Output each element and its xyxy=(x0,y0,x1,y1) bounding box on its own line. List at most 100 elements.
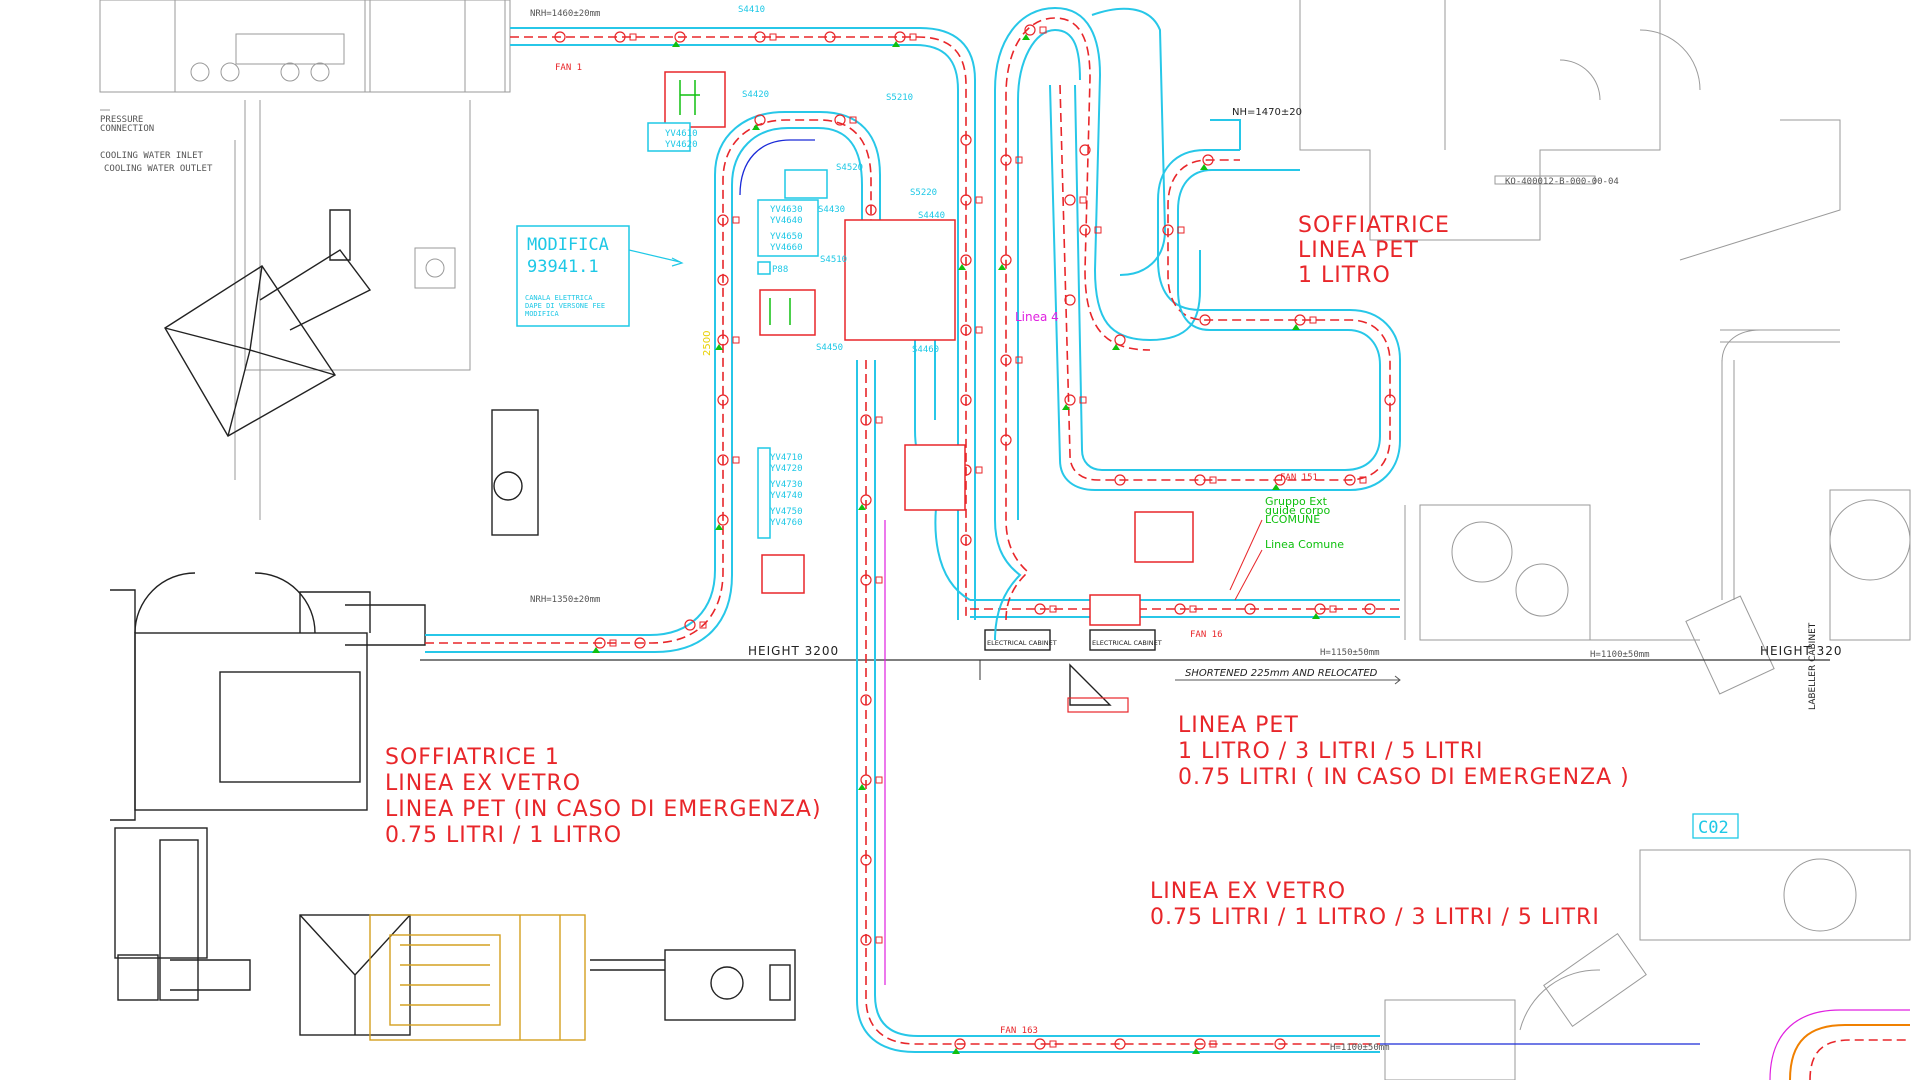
c02-box xyxy=(1692,813,1739,839)
conveyor-square-marker xyxy=(1015,156,1023,164)
utility-label: COOLING WATER OUTLET xyxy=(104,164,213,174)
sensor-tag: S4450 xyxy=(816,343,843,353)
valve-tag: YV4740 xyxy=(770,491,803,501)
modifica-desc-1: CANALA ELETTRICA xyxy=(525,294,593,302)
conveyor-station-marker xyxy=(960,324,972,336)
fan-tag: FAN 163 xyxy=(1000,1026,1038,1036)
signal-marker xyxy=(952,1048,960,1054)
sensor-tag: S4460 xyxy=(912,345,939,355)
conveyor-station-marker xyxy=(1034,1038,1046,1050)
conveyor-station-marker xyxy=(634,637,646,649)
cabinet-label: ELECTRICAL CABINET xyxy=(1092,639,1162,647)
note-soffiatrice-1: SOFFIATRICE 1 LINEA EX VETRO LINEA PET (… xyxy=(385,745,821,848)
conveyor-station-marker xyxy=(684,619,696,631)
conveyor-station-marker xyxy=(1274,1038,1286,1050)
conveyor-station-marker xyxy=(1000,254,1012,266)
cabinet-label: ELECTRICAL CABINET xyxy=(987,639,1057,647)
modifica-number: 93941.1 xyxy=(527,257,599,277)
conveyor-square-marker xyxy=(1209,476,1217,484)
note-soffiatrice-pet: SOFFIATRICE LINEA PET 1 LITRO xyxy=(1298,213,1450,288)
dimension-mark: NH=1470±20 xyxy=(1232,107,1302,118)
sensor-tag: S4510 xyxy=(820,255,847,265)
conveyor-station-marker xyxy=(717,214,729,226)
sensor-tag: S4420 xyxy=(742,90,769,100)
note-line: 1 LITRO / 3 LITRI / 5 LITRI xyxy=(1178,739,1483,764)
conveyor-station-marker xyxy=(1314,603,1326,615)
conveyor-square-marker xyxy=(699,621,707,629)
conveyor-square-marker xyxy=(629,33,637,41)
note-line: LINEA EX VETRO xyxy=(1150,879,1346,904)
conveyor-station-marker xyxy=(754,31,766,43)
drawing-code: KO-400012-B-000-00-04 xyxy=(1505,177,1619,187)
conveyor-square-marker xyxy=(849,116,857,124)
conveyor-square-marker xyxy=(1049,605,1057,613)
valve-tag: YV4660 xyxy=(770,243,803,253)
conveyor-station-marker xyxy=(834,114,846,126)
modifica-note: MODIFICA 93941.1 CANALA ELETTRICA DAPE D… xyxy=(525,235,684,318)
signal-marker xyxy=(672,41,680,47)
gruppo-label: guide corpo xyxy=(1265,504,1331,517)
modifica-desc-2: DAPE DI VERSONE FEE xyxy=(525,302,605,310)
conveyor-square-marker xyxy=(1015,356,1023,364)
conveyor-station-marker xyxy=(674,31,686,43)
valve-panels xyxy=(664,71,1194,713)
dimension-mark: H=1100±50mm xyxy=(1590,650,1650,660)
valve-tag-labels: YV4610 YV4620 YV4630 YV4640 YV4650 YV466… xyxy=(665,129,803,528)
conveyor-station-marker xyxy=(860,694,872,706)
conveyor-square-marker xyxy=(1359,476,1367,484)
conveyor-station-marker xyxy=(1114,1038,1126,1050)
conveyor-square-marker xyxy=(1079,396,1087,404)
modifica-desc-3: MODIFICA xyxy=(525,310,560,318)
conveyor-station-marker xyxy=(1114,334,1126,346)
sensor-tag: S4410 xyxy=(738,5,765,15)
note-line: SOFFIATRICE xyxy=(1298,213,1450,238)
modifica-title: MODIFICA xyxy=(527,235,609,255)
conveyor-station-marker xyxy=(1384,394,1396,406)
conveyor-station-marker xyxy=(717,454,729,466)
utility-label: CONNECTION xyxy=(100,124,154,134)
conveyor-station-marker xyxy=(1114,474,1126,486)
conveyor-square-marker xyxy=(875,776,883,784)
signal-marker xyxy=(1062,404,1070,410)
gruppo-label: LCOMUNE xyxy=(1265,513,1320,526)
cabinet-labels: ELECTRICAL CABINET ELECTRICAL CABINET xyxy=(987,639,1162,647)
dimension-2500: 2500 xyxy=(702,331,713,356)
note-line: LINEA PET xyxy=(1298,238,1419,263)
conveyor-square-marker xyxy=(1209,1040,1217,1048)
conveyor-square-marker xyxy=(975,196,983,204)
conveyor-station-marker xyxy=(960,134,972,146)
sensor-tag: S5210 xyxy=(886,93,913,103)
conveyor-station-marker xyxy=(1202,154,1214,166)
conveyor-station-marker xyxy=(1064,194,1076,206)
conveyor-square-marker xyxy=(1094,226,1102,234)
conveyor-square-marker xyxy=(1039,26,1047,34)
conveyor-station-marker xyxy=(1199,314,1211,326)
conveyor-square-marker xyxy=(1189,605,1197,613)
conveyor-station-marker xyxy=(1294,314,1306,326)
conveyor-station-marker xyxy=(1000,154,1012,166)
sensor-tag: S4440 xyxy=(918,211,945,221)
valve-tag: YV4630 xyxy=(770,205,803,215)
dimension-mark: H=1100±50mm xyxy=(1330,1043,1390,1053)
conveyor-square-marker xyxy=(975,326,983,334)
sensor-tag-labels: S4410 S4420 S5210 S4430 S4440 S4450 S446… xyxy=(738,5,945,355)
conveyor-square-marker xyxy=(732,336,740,344)
fan-tag: FAN 1 xyxy=(555,63,582,73)
dimension-mark: NRH=1350±20mm xyxy=(530,595,600,605)
conveyor-station-marker xyxy=(860,414,872,426)
conveyor-station-marker xyxy=(554,31,566,43)
signal-marker xyxy=(958,264,966,270)
conveyor-square-marker xyxy=(875,576,883,584)
conveyor-station-marker xyxy=(1274,474,1286,486)
conveyor-station-marker xyxy=(1064,394,1076,406)
sensor-tag: S5220 xyxy=(910,188,937,198)
valve-tag: YV4620 xyxy=(665,140,698,150)
fan-tag: FAN 151 xyxy=(1280,473,1318,483)
valve-tag: YV4710 xyxy=(770,453,803,463)
conveyor-square-marker xyxy=(1329,605,1337,613)
signal-marker xyxy=(715,524,723,530)
note-line: LINEA EX VETRO xyxy=(385,771,581,796)
note-line: 0.75 LITRI / 1 LITRO / 3 LITRI / 5 LITRI xyxy=(1150,905,1600,930)
gruppo-label: Gruppo Ext xyxy=(1265,495,1328,508)
